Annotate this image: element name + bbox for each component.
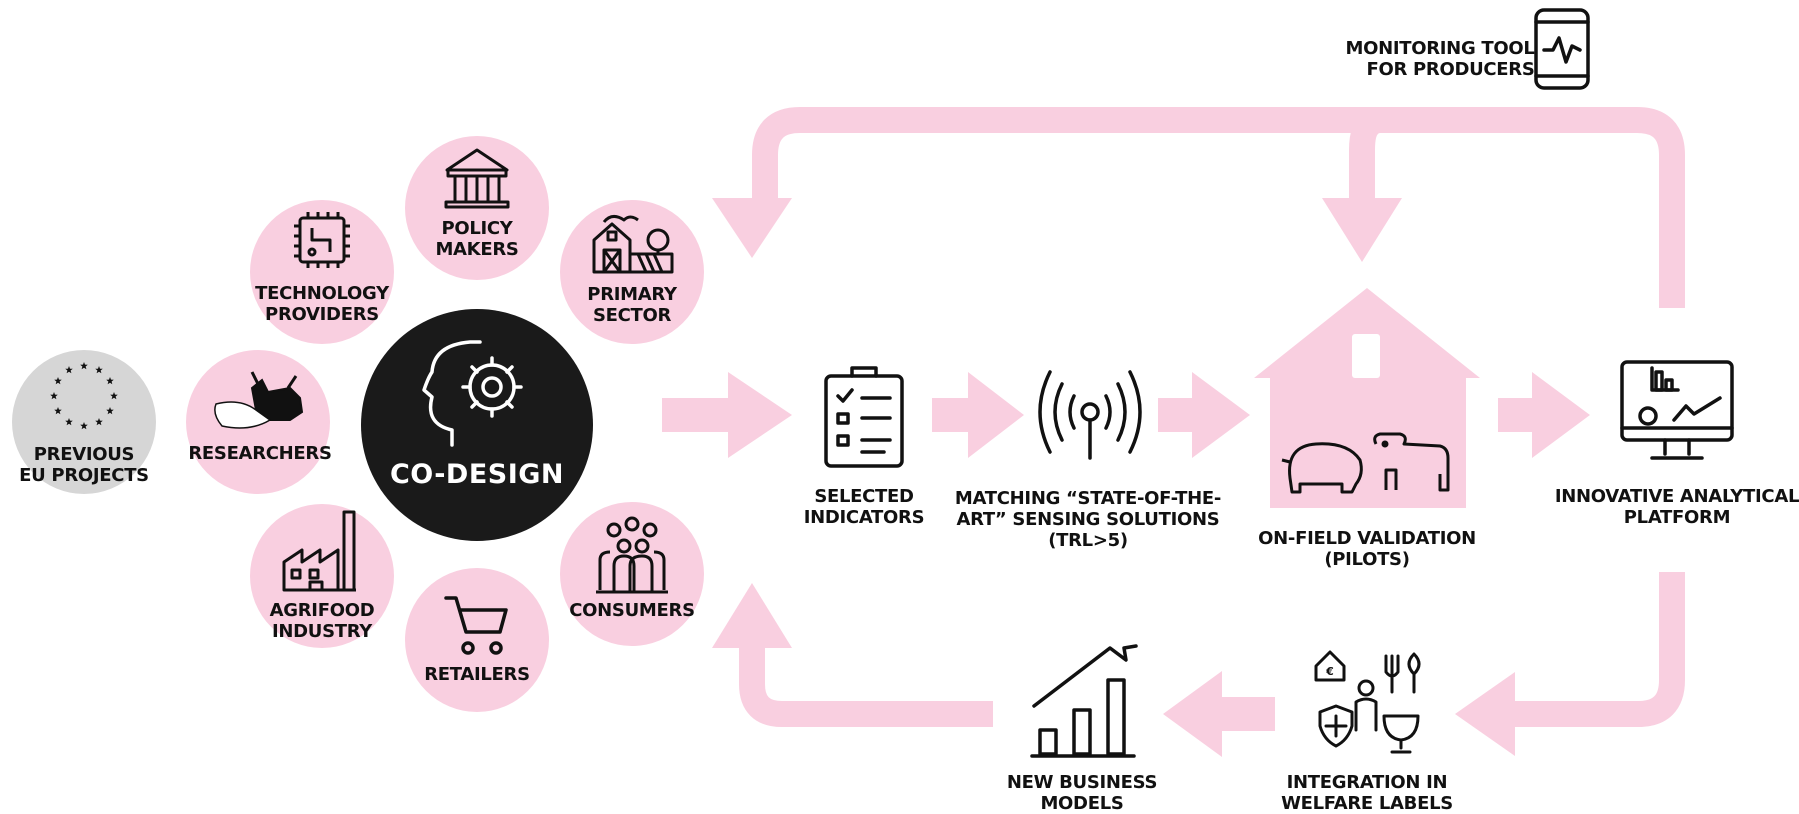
arrowhead-to-stakeholders-bottom	[712, 583, 792, 648]
platform-label: INNOVATIVE ANALYTICAL PLATFORM	[1555, 486, 1799, 528]
circle-agrifood-industry	[250, 504, 394, 648]
consumers-line1: CONSUMERS	[569, 600, 695, 621]
arrowhead-to-stakeholders-top	[712, 198, 792, 258]
consumers-label: CONSUMERS	[569, 600, 695, 621]
previous-projects-line2: EU PROJECTS	[19, 465, 149, 486]
microchip-icon	[294, 212, 350, 268]
selected-indicators-label: SELECTED INDICATORS	[804, 486, 925, 528]
eu-star	[65, 418, 73, 426]
sensing-solutions-line3: (TRL>5)	[1048, 530, 1128, 551]
eu-star	[50, 392, 58, 400]
business-models-line2: MODELS	[1040, 793, 1124, 814]
arrow-welfare-to-business	[1163, 671, 1275, 757]
arrowhead-to-welfare-labels	[1455, 672, 1515, 756]
arrow-validation-to-platform	[1498, 372, 1590, 458]
eu-star	[106, 377, 114, 385]
validation-house-shape	[1254, 288, 1480, 508]
monitoring-tool-line1: MONITORING TOOL	[1345, 38, 1535, 59]
business-models-label: NEW BUSINESS MODELS	[1006, 772, 1158, 814]
feedback-loop-top	[752, 107, 1685, 308]
eu-star	[54, 377, 62, 385]
agrifood-industry-line1: AGRIFOOD	[269, 600, 375, 621]
monitoring-tool-line2: FOR PRODUCERS	[1366, 59, 1535, 80]
monitoring-tool-label: MONITORING TOOL FOR PRODUCERS	[1345, 38, 1534, 80]
welfare-labels-line2: WELFARE LABELS	[1281, 793, 1453, 814]
agrifood-industry-label: AGRIFOOD INDUSTRY	[270, 600, 375, 642]
validation-line1: ON-FIELD VALIDATION	[1258, 528, 1476, 549]
technology-providers-line1: TECHNOLOGY	[255, 283, 389, 304]
policy-makers-line1: POLICY	[441, 218, 513, 239]
eu-stars-icon	[50, 362, 118, 430]
technology-providers-label: TECHNOLOGY PROVIDERS	[255, 283, 389, 325]
circle-consumers	[560, 502, 704, 646]
eu-star	[80, 422, 88, 430]
monitor-dashboard-icon	[1620, 360, 1734, 460]
antenna-signal-icon	[1038, 370, 1142, 460]
platform-line1: INNOVATIVE ANALYTICAL	[1554, 486, 1799, 507]
head-gear-icon	[422, 340, 523, 447]
eu-star	[95, 366, 103, 374]
growth-chart-icon	[1030, 644, 1138, 758]
feedback-loop-bottom-right	[1510, 572, 1685, 727]
researchers-line1: RESEARCHERS	[188, 443, 332, 464]
researchers-label: RESEARCHERS	[188, 443, 332, 464]
welfare-labels-icon: €	[1314, 650, 1421, 754]
feedback-loop-bottom-left	[739, 642, 993, 727]
farm-barn-icon	[592, 215, 674, 274]
arrowhead-to-validation	[1322, 198, 1402, 262]
primary-sector-label: PRIMARY SECTOR	[587, 284, 677, 326]
circle-co-design	[361, 309, 593, 541]
circle-retailers	[405, 568, 549, 712]
retailers-label: RETAILERS	[424, 664, 530, 685]
circle-technology-providers	[250, 200, 394, 344]
eu-star	[80, 362, 88, 370]
business-models-line1: NEW BUSINESS	[1006, 772, 1158, 793]
welfare-labels-label: INTEGRATION IN WELFARE LABELS	[1281, 772, 1453, 814]
eu-star	[65, 366, 73, 374]
technology-providers-line2: PROVIDERS	[265, 304, 379, 325]
policy-makers-label: POLICY MAKERS	[435, 218, 518, 260]
sensing-solutions-line2: ART” SENSING SOLUTIONS	[956, 509, 1220, 530]
validation-line2: (PILOTS)	[1324, 549, 1410, 570]
platform-line2: PLATFORM	[1623, 507, 1731, 528]
sensing-solutions-line1: MATCHING “STATE-OF-THE-	[954, 488, 1222, 509]
previous-projects-label: PREVIOUS EU PROJECTS	[19, 444, 149, 486]
house-window	[1352, 334, 1380, 378]
eu-star	[106, 407, 114, 415]
arrow-sensing-to-validation	[1158, 372, 1250, 458]
svg-text:€: €	[1325, 665, 1334, 678]
primary-sector-line2: SECTOR	[592, 305, 672, 326]
co-design-label: CO-DESIGN	[389, 459, 565, 490]
arrow-codesign-to-indicators	[662, 372, 792, 458]
feedback-loop-to-validation	[1349, 107, 1382, 198]
policy-makers-line2: MAKERS	[435, 239, 519, 260]
shopping-cart-icon	[444, 596, 508, 655]
smartphone-pulse-icon	[1534, 8, 1590, 90]
previous-projects-line1: PREVIOUS	[33, 444, 135, 465]
arrow-indicators-to-sensing	[932, 372, 1024, 458]
selected-indicators-line1: SELECTED	[814, 486, 914, 507]
retailers-line1: RETAILERS	[424, 664, 530, 685]
cow-head-icon	[214, 371, 304, 429]
eu-star	[110, 392, 118, 400]
factory-icon	[282, 510, 356, 592]
agrifood-industry-line2: INDUSTRY	[271, 621, 373, 642]
eu-star	[54, 407, 62, 415]
eu-star	[95, 418, 103, 426]
farm-house-animals-icon	[1281, 432, 1450, 494]
people-group-icon	[596, 516, 668, 594]
government-building-icon	[444, 148, 510, 209]
selected-indicators-line2: INDICATORS	[803, 507, 925, 528]
primary-sector-line1: PRIMARY	[587, 284, 677, 305]
sensing-solutions-label: MATCHING “STATE-OF-THE- ART” SENSING SOL…	[955, 488, 1221, 551]
validation-label: ON-FIELD VALIDATION (PILOTS)	[1258, 528, 1476, 570]
welfare-labels-line1: INTEGRATION IN	[1286, 772, 1448, 793]
clipboard-checklist-icon	[824, 366, 904, 468]
